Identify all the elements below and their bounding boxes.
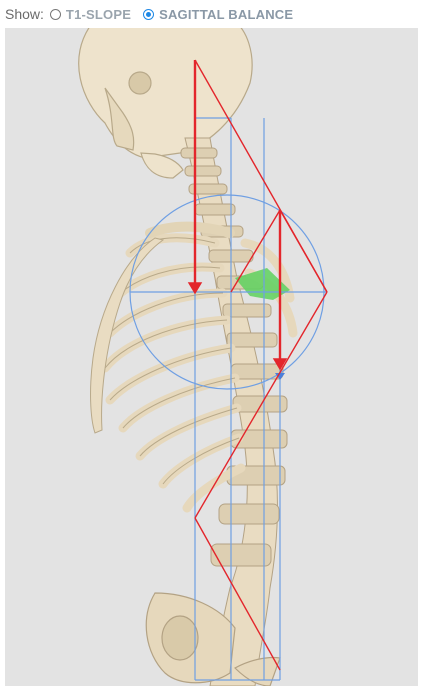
view-toolbar: Show: T1-SLOPE SAGITTAL BALANCE (0, 0, 423, 28)
t1-slope-option[interactable]: T1-SLOPE (50, 7, 131, 22)
t1-slope-label[interactable]: T1-SLOPE (66, 7, 131, 22)
sagittal-balance-option[interactable]: SAGITTAL BALANCE (143, 7, 293, 22)
t1-slope-radio[interactable] (50, 9, 61, 20)
sagittal-balance-label[interactable]: SAGITTAL BALANCE (159, 7, 293, 22)
sagittal-balance-radio[interactable] (143, 9, 154, 20)
skeleton-viewer[interactable] (5, 28, 418, 686)
show-label: Show: (5, 6, 44, 22)
skull-illustration (79, 28, 252, 178)
skeleton-illustration (5, 28, 418, 686)
clavicle-illustration (150, 227, 230, 233)
